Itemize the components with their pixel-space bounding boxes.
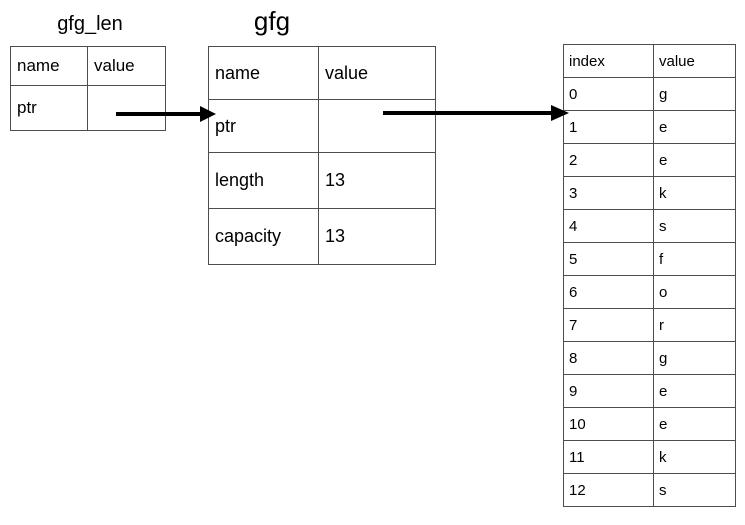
cell-index: 12	[563, 473, 654, 507]
arrow-gfg-to-buffer	[383, 105, 569, 121]
table-row: 0 g	[563, 77, 736, 111]
cell-value: k	[653, 176, 736, 210]
cell-value: e	[653, 374, 736, 408]
cell-index: 11	[563, 440, 654, 474]
cell-index: 5	[563, 242, 654, 276]
header-cell-value: value	[318, 46, 436, 100]
table-header-row: name value	[208, 46, 436, 100]
cell-index: 10	[563, 407, 654, 441]
table-gfg: name value ptr length 13 capacity 13	[208, 46, 436, 265]
cell-value: s	[653, 473, 736, 507]
cell-field-value	[87, 85, 166, 131]
cell-value: r	[653, 308, 736, 342]
table-row: ptr	[208, 99, 436, 153]
table-row: 1 e	[563, 110, 736, 144]
table-row: 6 o	[563, 275, 736, 309]
table-row: 2 e	[563, 143, 736, 177]
cell-value: s	[653, 209, 736, 243]
cell-value: k	[653, 440, 736, 474]
table-row: ptr	[10, 85, 166, 131]
cell-index: 6	[563, 275, 654, 309]
table-row: 9 e	[563, 374, 736, 408]
cell-field-value: 13	[318, 208, 436, 265]
table-row: length 13	[208, 152, 436, 209]
table-row: 10 e	[563, 407, 736, 441]
header-cell-value: value	[653, 44, 736, 78]
table-header-row: name value	[10, 46, 166, 86]
header-cell-name: name	[208, 46, 319, 100]
cell-value: o	[653, 275, 736, 309]
arrow-ptr-to-gfg	[116, 106, 216, 122]
table-row: 3 k	[563, 176, 736, 210]
table-row: 5 f	[563, 242, 736, 276]
cell-value: e	[653, 143, 736, 177]
header-cell-value: value	[87, 46, 166, 86]
cell-field-name: length	[208, 152, 319, 209]
table-title-gfg-len: gfg_len	[57, 13, 123, 35]
cell-value: e	[653, 110, 736, 144]
cell-index: 3	[563, 176, 654, 210]
cell-field-name: capacity	[208, 208, 319, 265]
cell-index: 8	[563, 341, 654, 375]
cell-value: e	[653, 407, 736, 441]
cell-value: g	[653, 77, 736, 111]
table-row: 7 r	[563, 308, 736, 342]
cell-value: g	[653, 341, 736, 375]
header-cell-name: name	[10, 46, 88, 86]
cell-index: 4	[563, 209, 654, 243]
cell-index: 2	[563, 143, 654, 177]
cell-index: 9	[563, 374, 654, 408]
cell-index: 1	[563, 110, 654, 144]
cell-index: 7	[563, 308, 654, 342]
table-header-row: index value	[563, 44, 736, 78]
table-buffer: index value 0 g 1 e 2 e 3 k 4 s	[563, 44, 736, 507]
table-row: 4 s	[563, 209, 736, 243]
table-row: 11 k	[563, 440, 736, 474]
header-cell-index: index	[563, 44, 654, 78]
cell-field-name: ptr	[208, 99, 319, 153]
cell-field-name: ptr	[10, 85, 88, 131]
table-title-gfg: gfg	[253, 6, 291, 36]
cell-field-value: 13	[318, 152, 436, 209]
cell-index: 0	[563, 77, 654, 111]
table-row: 12 s	[563, 473, 736, 507]
table-row: 8 g	[563, 341, 736, 375]
cell-value: f	[653, 242, 736, 276]
table-gfg-len: name value ptr	[10, 46, 166, 131]
cell-field-value	[318, 99, 436, 153]
table-row: capacity 13	[208, 208, 436, 265]
